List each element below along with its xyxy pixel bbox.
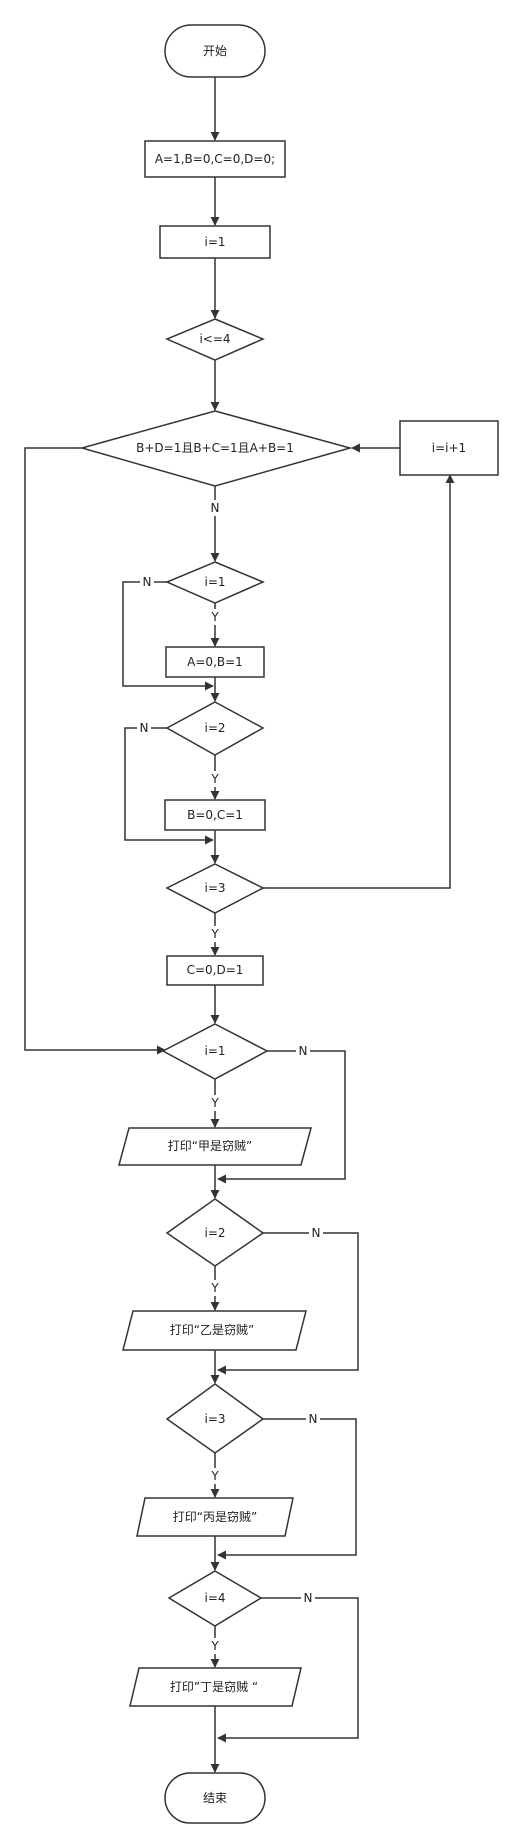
decision-print-4 <box>167 1570 263 1627</box>
set-i-label: i=1 <box>204 235 225 249</box>
label-bg <box>208 771 222 787</box>
init-label: A=1,B=0,C=0,D=0; <box>155 152 275 166</box>
action-c-box <box>166 955 264 986</box>
decision-assign-3 <box>165 863 265 914</box>
label-bg <box>309 1225 323 1241</box>
loop-condition-diamond <box>165 318 265 361</box>
decision-assign-3-label: i=3 <box>204 881 225 895</box>
action-b-label: B=0,C=1 <box>187 808 243 822</box>
decision-print-1-label: i=1 <box>204 1044 225 1058</box>
label-bg <box>208 500 222 516</box>
p3-n-label: N <box>309 1412 318 1426</box>
decision-print-2-label: i=2 <box>204 1226 225 1240</box>
decision-assign-2 <box>165 701 265 756</box>
p1-n-label: N <box>299 1044 308 1058</box>
end-label: 结束 <box>203 1791 227 1805</box>
action-a-box <box>165 646 265 678</box>
main-n-label: N <box>211 501 220 515</box>
label-bg <box>306 1411 320 1427</box>
print-3-parallelogram <box>136 1497 294 1537</box>
label-bg <box>208 1638 222 1654</box>
end-terminator <box>164 1772 266 1824</box>
init-box <box>144 140 286 178</box>
p2-y-label: Y <box>210 1281 219 1295</box>
a3-y-label: Y <box>210 927 219 941</box>
action-a-label: A=0,B=1 <box>187 655 243 669</box>
decision-print-4-label: i=4 <box>204 1591 225 1605</box>
print-4-parallelogram <box>129 1667 302 1707</box>
decision-print-2 <box>165 1198 265 1267</box>
print-2-label: 打印“乙是窃贼” <box>170 1322 254 1337</box>
action-b-box <box>164 799 266 831</box>
edge-labels: N N Y N Y Y N Y N Y N Y N Y <box>137 500 323 1654</box>
p3-y-label: Y <box>210 1469 219 1483</box>
edge-main-left-bypass <box>24 447 166 1055</box>
start-terminator <box>164 24 266 78</box>
print-2-parallelogram <box>122 1310 307 1351</box>
decision-print-3-label: i=3 <box>204 1412 225 1426</box>
label-bg <box>208 1095 222 1111</box>
p4-y-label: Y <box>210 1639 219 1653</box>
label-bg <box>208 1280 222 1296</box>
increment-label: i=i+1 <box>432 441 466 455</box>
decision-assign-1-label: i=1 <box>204 575 225 589</box>
decision-assign-1 <box>165 561 265 604</box>
edge-a3-incr <box>263 474 455 889</box>
label-bg <box>296 1043 310 1059</box>
loop-condition-label: i<=4 <box>199 332 230 346</box>
a1-y-label: Y <box>210 610 219 624</box>
p2-n-label: N <box>312 1226 321 1240</box>
p4-n-label: N <box>304 1591 313 1605</box>
print-3-label: 打印“丙是窃贼” <box>173 1509 257 1524</box>
label-bg <box>208 1468 222 1484</box>
action-c-label: C=0,D=1 <box>187 963 244 977</box>
main-condition-diamond <box>79 410 353 487</box>
print-1-label: 打印“甲是窃贼” <box>168 1138 252 1153</box>
decision-print-1 <box>161 1023 269 1080</box>
a1-n-label: N <box>143 575 152 589</box>
decision-print-3 <box>165 1383 265 1454</box>
print-4-label: 打印”丁是窃贼 “ <box>170 1679 258 1694</box>
p1-y-label: Y <box>210 1096 219 1110</box>
start-label: 开始 <box>203 44 227 58</box>
label-bg <box>208 609 222 625</box>
nodes: 开始 A=1,B=0,C=0,D=0; i=1 i<=4 B+D=1且B+C=1… <box>79 24 499 1824</box>
decision-assign-2-label: i=2 <box>204 721 225 735</box>
main-condition-label: B+D=1且B+C=1且A+B=1 <box>136 441 294 455</box>
increment-box <box>399 420 499 476</box>
label-bg <box>301 1590 315 1606</box>
label-bg <box>140 574 154 590</box>
print-1-parallelogram <box>118 1127 312 1166</box>
set-i-box <box>159 225 271 259</box>
a2-n-label: N <box>140 721 149 735</box>
label-bg <box>137 720 151 736</box>
a2-y-label: Y <box>210 772 219 786</box>
label-bg <box>208 926 222 942</box>
